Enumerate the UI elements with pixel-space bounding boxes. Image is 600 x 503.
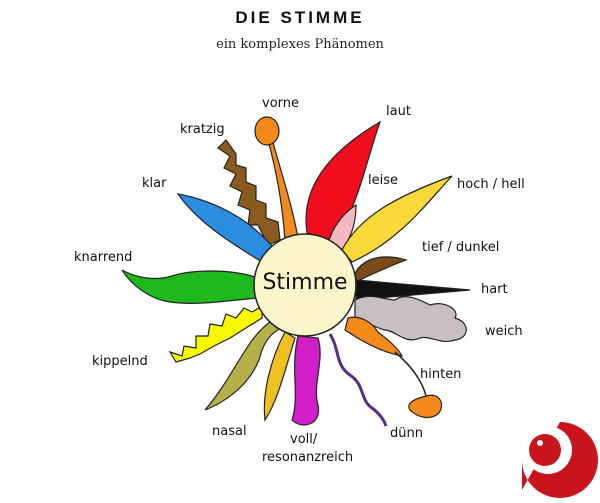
petal-kippelnd (168, 304, 263, 363)
petal-tief (353, 256, 408, 283)
label-voll: voll/ (290, 432, 318, 447)
petal-hinten (344, 316, 404, 357)
petal-duenn (328, 333, 388, 427)
logo-face-icon (529, 434, 561, 466)
petal-hinten-leaf (408, 394, 443, 419)
center-circle (253, 233, 357, 337)
petal-weich (354, 295, 467, 342)
logo (522, 422, 598, 498)
petal-voll (291, 335, 321, 426)
label-klar: klar (142, 176, 167, 191)
page-subtitle: ein komplexes Phänomen (216, 37, 384, 52)
logo-eye-icon (537, 440, 543, 446)
petal-kratzig (217, 139, 281, 246)
label-laut: laut (386, 104, 411, 119)
label-duenn: dünn (390, 426, 423, 441)
label-vorne: vorne (262, 96, 300, 111)
label-resonanzreich: resonanzreich (262, 450, 354, 465)
petal-vorne-bulb (254, 116, 280, 146)
label-knarrend: knarrend (74, 250, 133, 265)
label-leise: leise (368, 173, 398, 188)
label-weich: weich (485, 324, 523, 339)
label-hart: hart (481, 282, 508, 297)
petal-voll-yellow (263, 331, 296, 422)
petal-nasal (204, 321, 284, 411)
label-kippelnd: kippelnd (92, 354, 148, 369)
petal-klar (176, 193, 273, 263)
label-tief-dunkel: tief / dunkel (422, 240, 500, 255)
label-hinten: hinten (420, 367, 462, 382)
label-nasal: nasal (212, 424, 247, 439)
petal-hoch (341, 175, 453, 263)
center-label: Stimme (262, 270, 348, 295)
label-hoch-hell: hoch / hell (457, 177, 525, 192)
stem-hinten (394, 351, 427, 397)
page-title: DIE STIMME (235, 8, 365, 27)
label-kratzig: kratzig (180, 122, 225, 137)
petal-knarrend (121, 269, 259, 304)
